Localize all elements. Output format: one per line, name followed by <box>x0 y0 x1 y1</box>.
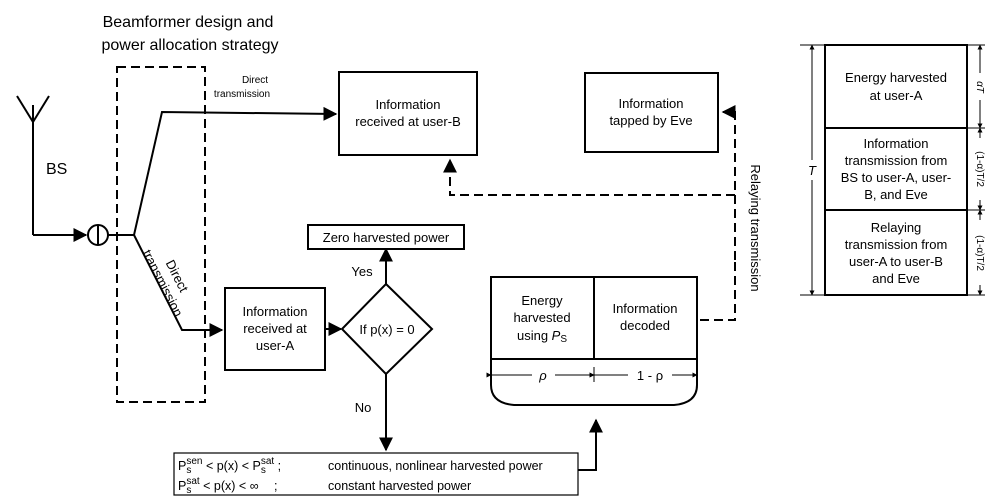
no-label: No <box>355 400 372 415</box>
decoded-box-line2: decoded <box>620 318 670 333</box>
condition-2-sep: ; <box>274 479 277 493</box>
direct-link-user-a <box>133 234 224 337</box>
relay-to-user-b <box>443 158 735 196</box>
condition-2: Pssat < p(x) < ∞ <box>178 476 259 496</box>
energy-box-line3: using PS <box>517 328 567 345</box>
frame-row2-line2: transmission from <box>845 153 948 168</box>
decision-label: If p(x) = 0 <box>359 322 414 337</box>
energy-box-line2: harvested <box>513 310 570 325</box>
zero-power-box <box>307 224 465 250</box>
condition-1-desc: continuous, nonlinear harvested power <box>328 459 543 473</box>
frame-row3-line2: transmission from <box>845 237 948 252</box>
strategy-title-line1: Beamformer design and <box>103 14 274 31</box>
condition-to-splitter-arrow <box>578 418 603 471</box>
user-b-receiver-box <box>338 71 478 156</box>
energy-harvest-box <box>490 276 595 360</box>
relay-to-eve <box>721 105 736 260</box>
condition-1: Pssen < p(x) < Pssat ; <box>178 456 281 476</box>
user-a-receiver-box <box>224 287 326 371</box>
beamformer-block <box>116 66 206 403</box>
condition-box <box>173 452 579 496</box>
user-b-box-line2: received at user-B <box>355 114 461 129</box>
direct-top-label-2: transmission <box>214 89 270 100</box>
frame-row3-line1: Relaying <box>871 220 922 235</box>
relaying-label: Relaying transmission <box>748 164 763 291</box>
decoded-box-line1: Information <box>612 301 677 316</box>
user-a-box-line2: received at <box>243 321 307 336</box>
user-b-box-line1: Information <box>375 97 440 112</box>
one-minus-rho-label: 1 - ρ <box>637 368 663 383</box>
power-splitter-bracket <box>490 359 698 406</box>
info-decoded-box <box>593 276 698 360</box>
strategy-title-line2: power allocation strategy <box>102 37 279 54</box>
eve-box <box>584 72 719 153</box>
time-frame <box>800 44 985 296</box>
frame-row1-line2: at user-A <box>870 88 923 103</box>
frame-row2-line4: B, and Eve <box>864 187 928 202</box>
frame-dur2: (1-α)T/2 <box>974 151 985 187</box>
frame-dur1: αT <box>974 81 985 94</box>
eve-box-line1: Information <box>618 96 683 111</box>
zero-power-label: Zero harvested power <box>323 230 450 245</box>
frame-row2-line1: Information <box>863 136 928 151</box>
relay-from-decoder <box>700 260 736 321</box>
frame-row2-line3: BS to user-A, user- <box>841 170 952 185</box>
direct-link-user-b <box>133 106 338 236</box>
condition-2-desc: constant harvested power <box>328 479 471 493</box>
rho-label: ρ <box>538 368 547 383</box>
user-a-box-line1: Information <box>242 304 307 319</box>
bs-antenna-icon <box>16 95 50 235</box>
yes-label: Yes <box>351 264 373 279</box>
user-a-box-line3: user-A <box>256 338 295 353</box>
combiner-icon <box>87 224 109 246</box>
frame-row3-line4: and Eve <box>872 271 920 286</box>
bs-label: BS <box>46 161 67 178</box>
frame-dur3: (1-α)T/2 <box>974 235 985 271</box>
eve-box-line2: tapped by Eve <box>609 113 692 128</box>
direct-top-label-1: Direct <box>242 75 268 86</box>
frame-row3-line3: user-A to user-B <box>849 254 943 269</box>
frame-row1-line1: Energy harvested <box>845 70 947 85</box>
energy-box-line1: Energy <box>521 293 563 308</box>
frame-t-label: T <box>808 163 817 178</box>
